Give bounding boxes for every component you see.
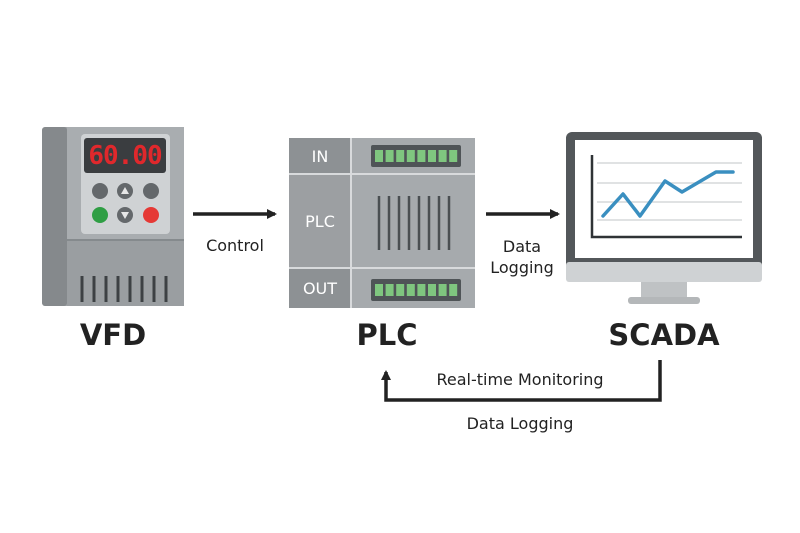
- scada-to-plc-feedback-arrow: [381, 360, 662, 402]
- plc-in-label: IN: [311, 146, 329, 166]
- vfd-display-value: 60.00: [88, 140, 162, 171]
- plc-output-terminal: [428, 284, 436, 296]
- scada-title: SCADA: [608, 318, 720, 352]
- plc-input-terminal-block: [371, 145, 461, 167]
- plc-output-terminal: [396, 284, 405, 296]
- vfd-right-button[interactable]: [143, 183, 159, 199]
- plc-input-terminal: [449, 150, 458, 162]
- plc-output-terminal: [385, 284, 394, 296]
- control-label: Control: [206, 236, 264, 255]
- realtime-monitoring-label: Real-time Monitoring: [436, 370, 604, 389]
- chart-axes: [590, 155, 742, 239]
- down-arrow-icon: [121, 212, 129, 219]
- plc-device: [289, 138, 475, 308]
- plc-to-scada-label-line1: Data: [502, 237, 542, 256]
- plc-input-terminal: [396, 150, 405, 162]
- scada-monitor: [566, 132, 762, 304]
- trend-line: [601, 170, 735, 218]
- plc-output-terminal: [406, 284, 415, 296]
- scada-screen: [575, 140, 753, 258]
- plc-to-scada-label-line2: Logging: [490, 258, 554, 277]
- plc-output-terminal: [417, 284, 426, 296]
- vfd-left-button[interactable]: [92, 183, 108, 199]
- plc-output-terminal: [449, 284, 458, 296]
- plc-input-terminal: [375, 150, 383, 162]
- plc-input-terminal: [406, 150, 415, 162]
- vfd-stop-button[interactable]: [143, 207, 159, 223]
- plc-to-scada-label: Data Logging: [472, 236, 572, 278]
- bottom-data-logging-label: Data Logging: [466, 414, 574, 433]
- plc-output-terminal: [375, 284, 383, 296]
- plc-input-terminal: [417, 150, 426, 162]
- up-arrow-icon: [121, 187, 129, 194]
- plc-center-label: PLC: [305, 211, 335, 231]
- vfd-device: [42, 127, 184, 306]
- vfd-title: VFD: [79, 318, 147, 352]
- monitor-stand: [641, 282, 687, 298]
- vfd-keypad: [92, 183, 159, 223]
- plc-title: PLC: [356, 318, 418, 352]
- vfd-vent-slots: [80, 276, 168, 302]
- plc-input-terminal: [438, 150, 447, 162]
- plc-input-terminal: [385, 150, 394, 162]
- plc-input-terminal: [428, 150, 436, 162]
- plc-out-label: OUT: [302, 278, 338, 298]
- vfd-start-button[interactable]: [92, 207, 108, 223]
- plc-vent-slots: [377, 196, 451, 250]
- vfd-display: [84, 138, 166, 173]
- plc-output-terminal: [438, 284, 447, 296]
- plc-output-terminal-block: [371, 279, 461, 301]
- monitor-base: [628, 297, 700, 304]
